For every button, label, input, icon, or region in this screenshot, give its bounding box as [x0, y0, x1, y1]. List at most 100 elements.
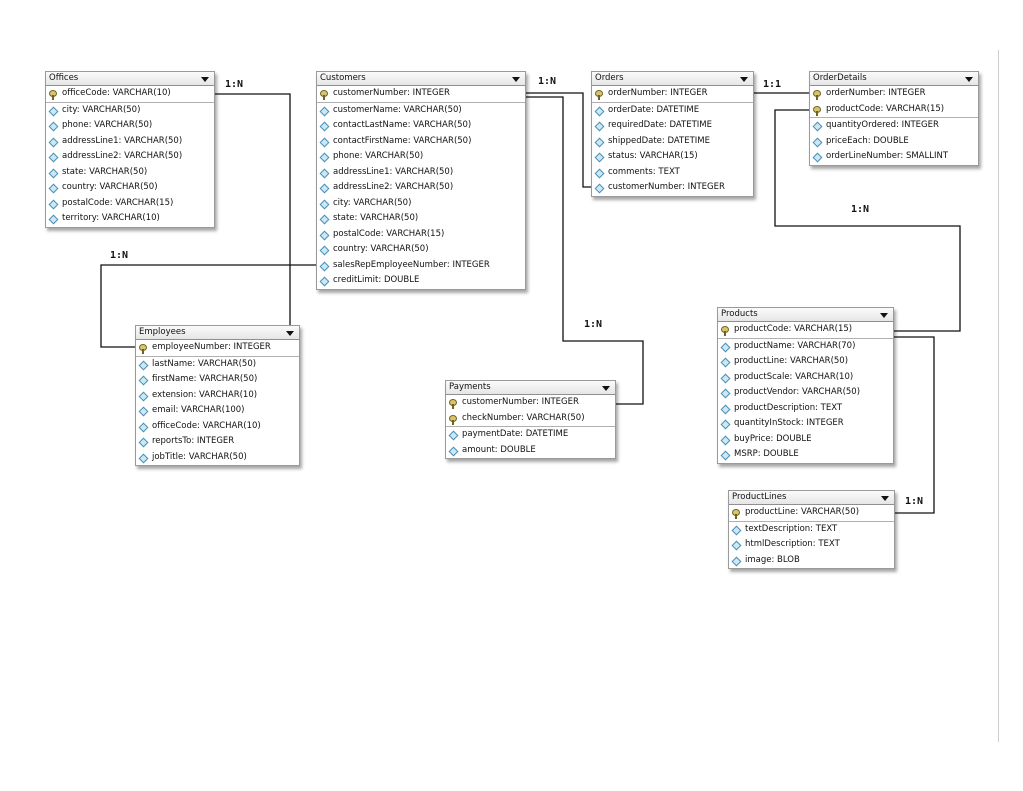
- primary-key-column-row[interactable]: officeCode: VARCHAR(10): [46, 86, 214, 103]
- table-title: OrderDetails: [813, 73, 867, 83]
- table-products[interactable]: Products productCode: VARCHAR(15)product…: [717, 307, 894, 464]
- column-row[interactable]: quantityOrdered: INTEGER: [810, 118, 978, 134]
- column-row[interactable]: requiredDate: DATETIME: [592, 118, 753, 134]
- chevron-down-icon[interactable]: [880, 313, 888, 318]
- column-row[interactable]: country: VARCHAR(50): [317, 242, 525, 258]
- column-row[interactable]: firstName: VARCHAR(50): [136, 372, 299, 388]
- column-row[interactable]: extension: VARCHAR(10): [136, 388, 299, 404]
- table-header[interactable]: Products: [718, 308, 893, 322]
- column-row[interactable]: reportsTo: INTEGER: [136, 434, 299, 450]
- primary-key-column-row[interactable]: productCode: VARCHAR(15): [810, 101, 978, 118]
- column-diamond-icon: [319, 199, 330, 209]
- column-diamond-icon: [720, 435, 731, 445]
- column-row[interactable]: addressLine1: VARCHAR(50): [317, 165, 525, 181]
- column-row[interactable]: htmlDescription: TEXT: [729, 537, 894, 553]
- table-header[interactable]: Offices: [46, 72, 214, 86]
- table-header[interactable]: ProductLines: [729, 491, 894, 505]
- column-row[interactable]: paymentDate: DATETIME: [446, 427, 615, 443]
- column-row[interactable]: priceEach: DOUBLE: [810, 134, 978, 150]
- column-label: quantityInStock: INTEGER: [734, 418, 844, 428]
- column-row[interactable]: phone: VARCHAR(50): [46, 118, 214, 134]
- column-row[interactable]: state: VARCHAR(50): [46, 165, 214, 181]
- table-header[interactable]: Orders: [592, 72, 753, 86]
- column-row[interactable]: salesRepEmployeeNumber: INTEGER: [317, 258, 525, 274]
- column-row[interactable]: territory: VARCHAR(10): [46, 211, 214, 227]
- primary-key-column-row[interactable]: orderNumber: INTEGER: [592, 86, 753, 103]
- column-row[interactable]: postalCode: VARCHAR(15): [317, 227, 525, 243]
- column-row[interactable]: textDescription: TEXT: [729, 522, 894, 538]
- column-row[interactable]: officeCode: VARCHAR(10): [136, 419, 299, 435]
- column-label: productLine: VARCHAR(50): [734, 356, 849, 366]
- column-row[interactable]: comments: TEXT: [592, 165, 753, 181]
- column-row[interactable]: city: VARCHAR(50): [317, 196, 525, 212]
- primary-key-column-row[interactable]: employeeNumber: INTEGER: [136, 340, 299, 357]
- chevron-down-icon[interactable]: [602, 386, 610, 391]
- column-row[interactable]: customerName: VARCHAR(50): [317, 103, 525, 119]
- chevron-down-icon[interactable]: [201, 77, 209, 82]
- column-row[interactable]: lastName: VARCHAR(50): [136, 357, 299, 373]
- column-row[interactable]: image: BLOB: [729, 553, 894, 569]
- column-diamond-icon: [319, 183, 330, 194]
- column-row[interactable]: jobTitle: VARCHAR(50): [136, 450, 299, 466]
- chevron-down-icon[interactable]: [740, 77, 748, 82]
- chevron-down-icon[interactable]: [512, 77, 520, 82]
- column-row[interactable]: productScale: VARCHAR(10): [718, 370, 893, 386]
- column-label: customerNumber: INTEGER: [608, 182, 725, 192]
- chevron-down-icon[interactable]: [965, 77, 973, 82]
- column-row[interactable]: country: VARCHAR(50): [46, 180, 214, 196]
- column-row[interactable]: status: VARCHAR(15): [592, 149, 753, 165]
- column-row[interactable]: customerNumber: INTEGER: [592, 180, 753, 196]
- column-row[interactable]: orderDate: DATETIME: [592, 103, 753, 119]
- column-row[interactable]: productDescription: TEXT: [718, 401, 893, 417]
- primary-key-column-row[interactable]: orderNumber: INTEGER: [810, 86, 978, 102]
- table-header[interactable]: OrderDetails: [810, 72, 978, 86]
- primary-key-column-row[interactable]: productLine: VARCHAR(50): [729, 505, 894, 522]
- column-row[interactable]: postalCode: VARCHAR(15): [46, 196, 214, 212]
- column-row[interactable]: shippedDate: DATETIME: [592, 134, 753, 150]
- column-label: productLine: VARCHAR(50): [745, 507, 860, 517]
- column-row[interactable]: creditLimit: DOUBLE: [317, 273, 525, 289]
- chevron-down-icon[interactable]: [286, 331, 294, 336]
- column-diamond-icon: [48, 137, 59, 147]
- primary-key-column-row[interactable]: checkNumber: VARCHAR(50): [446, 410, 615, 427]
- column-label: phone: VARCHAR(50): [62, 120, 153, 130]
- column-row[interactable]: productName: VARCHAR(70): [718, 339, 893, 355]
- relationship-line-productlines-products: [877, 336, 935, 514]
- column-row[interactable]: state: VARCHAR(50): [317, 211, 525, 227]
- column-row[interactable]: addressLine2: VARCHAR(50): [317, 180, 525, 196]
- column-label: addressLine2: VARCHAR(50): [333, 182, 454, 192]
- column-row[interactable]: amount: DOUBLE: [446, 443, 615, 459]
- column-row[interactable]: productVendor: VARCHAR(50): [718, 385, 893, 401]
- table-header[interactable]: Payments: [446, 381, 615, 395]
- column-row[interactable]: phone: VARCHAR(50): [317, 149, 525, 165]
- column-row[interactable]: city: VARCHAR(50): [46, 103, 214, 119]
- column-row[interactable]: contactLastName: VARCHAR(50): [317, 118, 525, 134]
- table-header[interactable]: Employees: [136, 326, 299, 340]
- cardinality-label-employees-customers: 1:N: [110, 250, 129, 261]
- table-offices[interactable]: Offices officeCode: VARCHAR(10)city: VAR…: [45, 71, 215, 228]
- chevron-down-icon[interactable]: [881, 496, 889, 501]
- column-label: priceEach: DOUBLE: [826, 135, 909, 146]
- column-diamond-icon: [138, 437, 149, 448]
- table-productlines[interactable]: ProductLines productLine: VARCHAR(50) tex…: [728, 490, 895, 569]
- primary-key-column-row[interactable]: productCode: VARCHAR(15): [718, 322, 893, 339]
- column-row[interactable]: quantityInStock: INTEGER: [718, 416, 893, 432]
- column-row[interactable]: productLine: VARCHAR(50): [718, 354, 893, 370]
- table-header[interactable]: Customers: [317, 72, 525, 86]
- primary-key-column-row[interactable]: customerNumber: INTEGER: [317, 86, 525, 103]
- column-row[interactable]: MSRP: DOUBLE: [718, 447, 893, 463]
- column-row[interactable]: addressLine1: VARCHAR(50): [46, 134, 214, 150]
- column-row[interactable]: orderLineNumber: SMALLINT: [810, 149, 978, 165]
- column-row[interactable]: addressLine2: VARCHAR(50): [46, 149, 214, 165]
- primary-key-column-row[interactable]: customerNumber: INTEGER: [446, 395, 615, 411]
- column-label: shippedDate: DATETIME: [608, 135, 710, 146]
- column-row[interactable]: email: VARCHAR(100): [136, 403, 299, 419]
- column-row[interactable]: buyPrice: DOUBLE: [718, 432, 893, 448]
- column-label: productScale: VARCHAR(10): [734, 371, 854, 382]
- column-row[interactable]: contactFirstName: VARCHAR(50): [317, 134, 525, 150]
